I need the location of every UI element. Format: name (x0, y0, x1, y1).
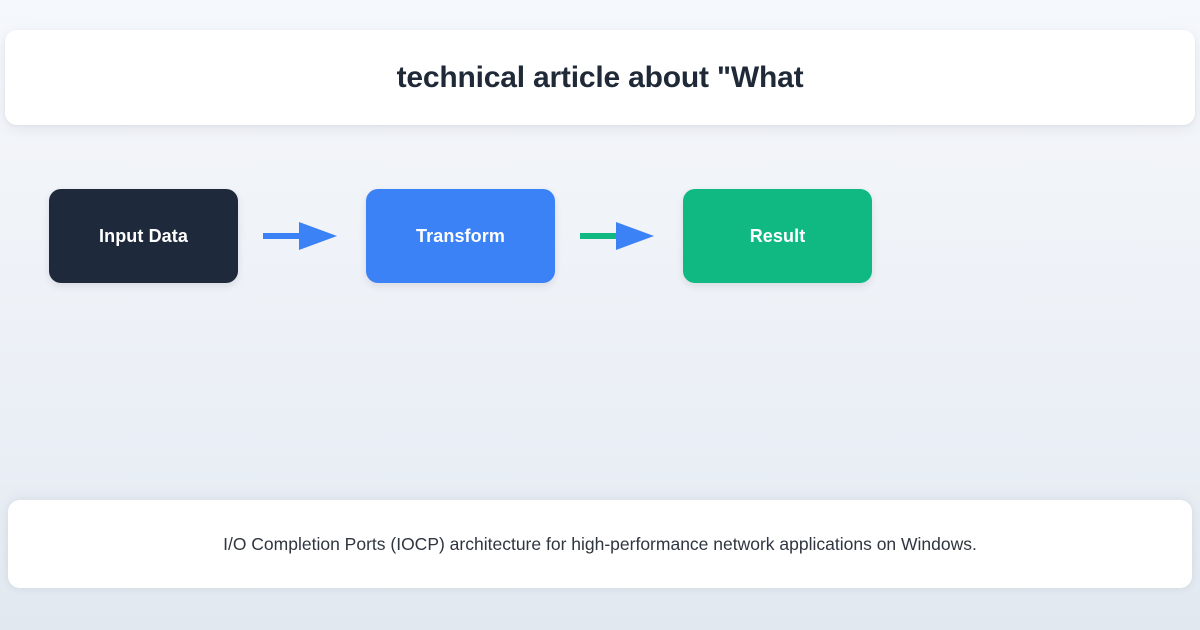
flow-node-transform: Transform (366, 189, 555, 283)
flow-node-label: Transform (416, 225, 505, 246)
flow-node-label: Input Data (99, 225, 188, 246)
flow-node-label: Result (749, 225, 806, 246)
footer-caption: I/O Completion Ports (IOCP) architecture… (223, 533, 977, 554)
flow-node-result: Result (683, 189, 872, 283)
flow-arrow-2 (555, 189, 683, 283)
page-title: technical article about "What (396, 60, 804, 94)
arrow-right-icon (580, 222, 654, 250)
flow-arrow-1 (238, 189, 366, 283)
footer-card: I/O Completion Ports (IOCP) architecture… (8, 500, 1192, 588)
flow-diagram: Input Data Transform Result (49, 189, 872, 283)
arrow-right-icon (263, 222, 337, 250)
flow-node-input-data: Input Data (49, 189, 238, 283)
header-card: technical article about "What (5, 30, 1195, 125)
